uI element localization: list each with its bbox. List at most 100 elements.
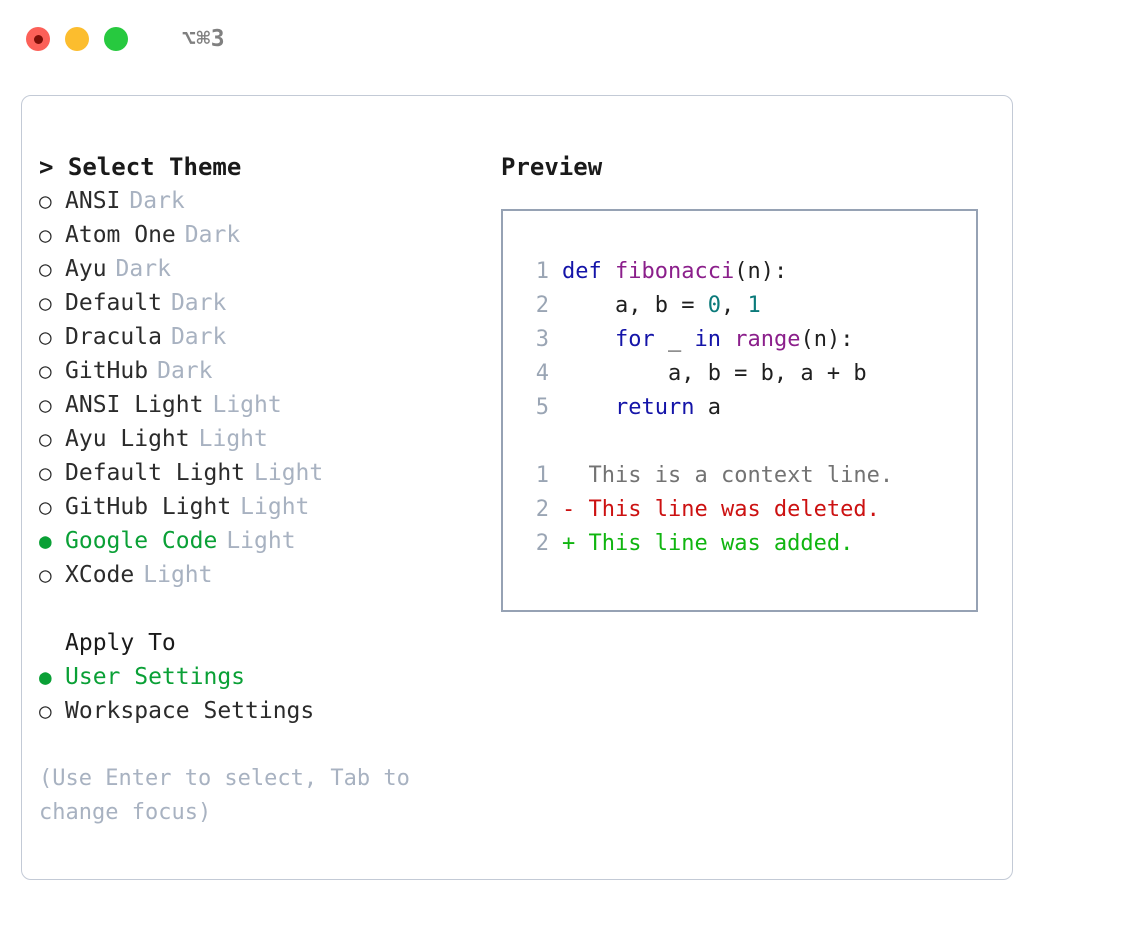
diff-sample: 1 This is a context line.2- This line wa… xyxy=(521,459,976,561)
radio-unselected-icon[interactable]: ○ xyxy=(39,359,52,383)
radio-selected-icon[interactable]: ● xyxy=(39,529,52,553)
theme-option-label: Default Light xyxy=(65,460,246,486)
line-number: 2 xyxy=(535,293,549,318)
theme-option-label: Ayu Light xyxy=(65,426,190,452)
code-token-plain xyxy=(721,327,734,352)
theme-option-variant-tag: Dark xyxy=(115,256,171,282)
theme-option-label: Dracula xyxy=(65,324,162,350)
code-token-plain xyxy=(562,327,615,352)
apply-option-label: Workspace Settings xyxy=(65,698,315,724)
code-line: 2 a, b = 0, 1 xyxy=(521,289,976,323)
theme-option-variant-tag: Light xyxy=(254,460,324,486)
line-number: 3 xyxy=(535,327,549,352)
traffic-light-controls xyxy=(26,27,128,51)
code-diff-spacer xyxy=(521,425,976,459)
theme-option-variant-tag: Light xyxy=(226,528,296,554)
radio-unselected-icon[interactable]: ○ xyxy=(39,223,52,247)
radio-selected-icon[interactable]: ● xyxy=(39,665,52,689)
diff-marker: - xyxy=(562,497,589,522)
apply-to-option-list: ● User Settings ○ Workspace Settings xyxy=(39,660,479,728)
code-text: a, b = b, a + b xyxy=(562,357,867,391)
code-token-fn: fibonacci xyxy=(614,259,735,284)
apply-option-label: User Settings xyxy=(65,664,246,690)
window-titlebar: ⌥⌘3 xyxy=(0,0,1140,78)
close-button-icon[interactable] xyxy=(26,27,50,51)
radio-unselected-icon[interactable]: ○ xyxy=(39,325,52,349)
apply-option-user-settings[interactable]: ● User Settings xyxy=(39,660,479,694)
radio-unselected-icon[interactable]: ○ xyxy=(39,291,52,315)
line-number: 1 xyxy=(535,259,549,284)
theme-option-label: Google Code xyxy=(65,528,218,554)
code-token-plain: a xyxy=(694,395,721,420)
code-line: 5 return a xyxy=(521,391,976,425)
diff-line-add: 2+ This line was added. xyxy=(521,527,976,561)
code-token-kw: in xyxy=(694,327,721,352)
theme-option-label: GitHub Light xyxy=(65,494,232,520)
minimize-button-icon[interactable] xyxy=(65,27,89,51)
code-token-plain: (n): xyxy=(734,259,788,284)
radio-unselected-icon[interactable]: ○ xyxy=(39,189,52,213)
theme-option-label: Default xyxy=(65,290,162,316)
diff-line-ctx: 1 This is a context line. xyxy=(521,459,976,493)
code-token-plain: , xyxy=(720,293,748,318)
maximize-button-icon[interactable] xyxy=(104,27,128,51)
theme-option-ayu-light[interactable]: ○ Ayu Light Light xyxy=(39,422,479,456)
select-theme-header: > Select Theme xyxy=(39,153,242,181)
radio-unselected-icon[interactable]: ○ xyxy=(39,461,52,485)
theme-option-dracula[interactable]: ○ Dracula Dark xyxy=(39,320,479,354)
theme-option-variant-tag: Dark xyxy=(157,358,213,384)
code-token-plain: _ xyxy=(654,327,695,352)
radio-unselected-icon[interactable]: ○ xyxy=(39,427,52,451)
apply-option-workspace-settings[interactable]: ○ Workspace Settings xyxy=(39,694,479,728)
code-line: 4 a, b = b, a + b xyxy=(521,357,976,391)
code-text: a, b = 0, 1 xyxy=(562,289,761,323)
theme-option-variant-tag: Dark xyxy=(129,188,185,214)
theme-option-variant-tag: Light xyxy=(143,562,213,588)
code-token-kw: def xyxy=(562,259,615,284)
line-number: 5 xyxy=(535,395,549,420)
radio-unselected-icon[interactable]: ○ xyxy=(39,563,52,587)
diff-text: - This line was deleted. xyxy=(562,493,880,527)
code-line: 3 for _ in range(n): xyxy=(521,323,976,357)
diff-text: This is a context line. xyxy=(562,459,894,493)
code-text: return a xyxy=(562,391,721,425)
theme-option-variant-tag: Light xyxy=(198,426,268,452)
diff-content: This line was deleted. xyxy=(588,497,880,522)
radio-unselected-icon[interactable]: ○ xyxy=(39,257,52,281)
theme-option-variant-tag: Dark xyxy=(184,222,241,248)
code-text: def fibonacci(n): xyxy=(562,255,787,289)
code-token-plain: (n): xyxy=(800,327,854,352)
theme-option-label: Atom One xyxy=(65,222,176,248)
line-number: 1 xyxy=(535,463,549,488)
line-number: 4 xyxy=(535,361,549,386)
code-token-fn: range xyxy=(734,327,801,352)
theme-option-github[interactable]: ○ GitHub Dark xyxy=(39,354,479,388)
theme-option-label: ANSI Light xyxy=(65,392,204,418)
code-token-num: 1 xyxy=(747,293,761,318)
line-number: 2 xyxy=(535,497,549,522)
theme-option-google-code[interactable]: ● Google Code Light xyxy=(39,524,479,558)
radio-unselected-icon[interactable]: ○ xyxy=(39,393,52,417)
code-token-kw: for xyxy=(614,327,655,352)
code-line: 1 def fibonacci(n): xyxy=(521,255,976,289)
radio-unselected-icon[interactable]: ○ xyxy=(39,495,52,519)
theme-option-default-light[interactable]: ○ Default Light Light xyxy=(39,456,479,490)
theme-option-atom-one[interactable]: ○ Atom One Dark xyxy=(39,218,479,252)
code-token-kw: return xyxy=(614,395,695,420)
radio-unselected-icon[interactable]: ○ xyxy=(39,699,52,723)
theme-option-label: GitHub xyxy=(65,358,149,384)
diff-content: This is a context line. xyxy=(588,463,894,488)
theme-option-variant-tag: Dark xyxy=(170,324,227,350)
